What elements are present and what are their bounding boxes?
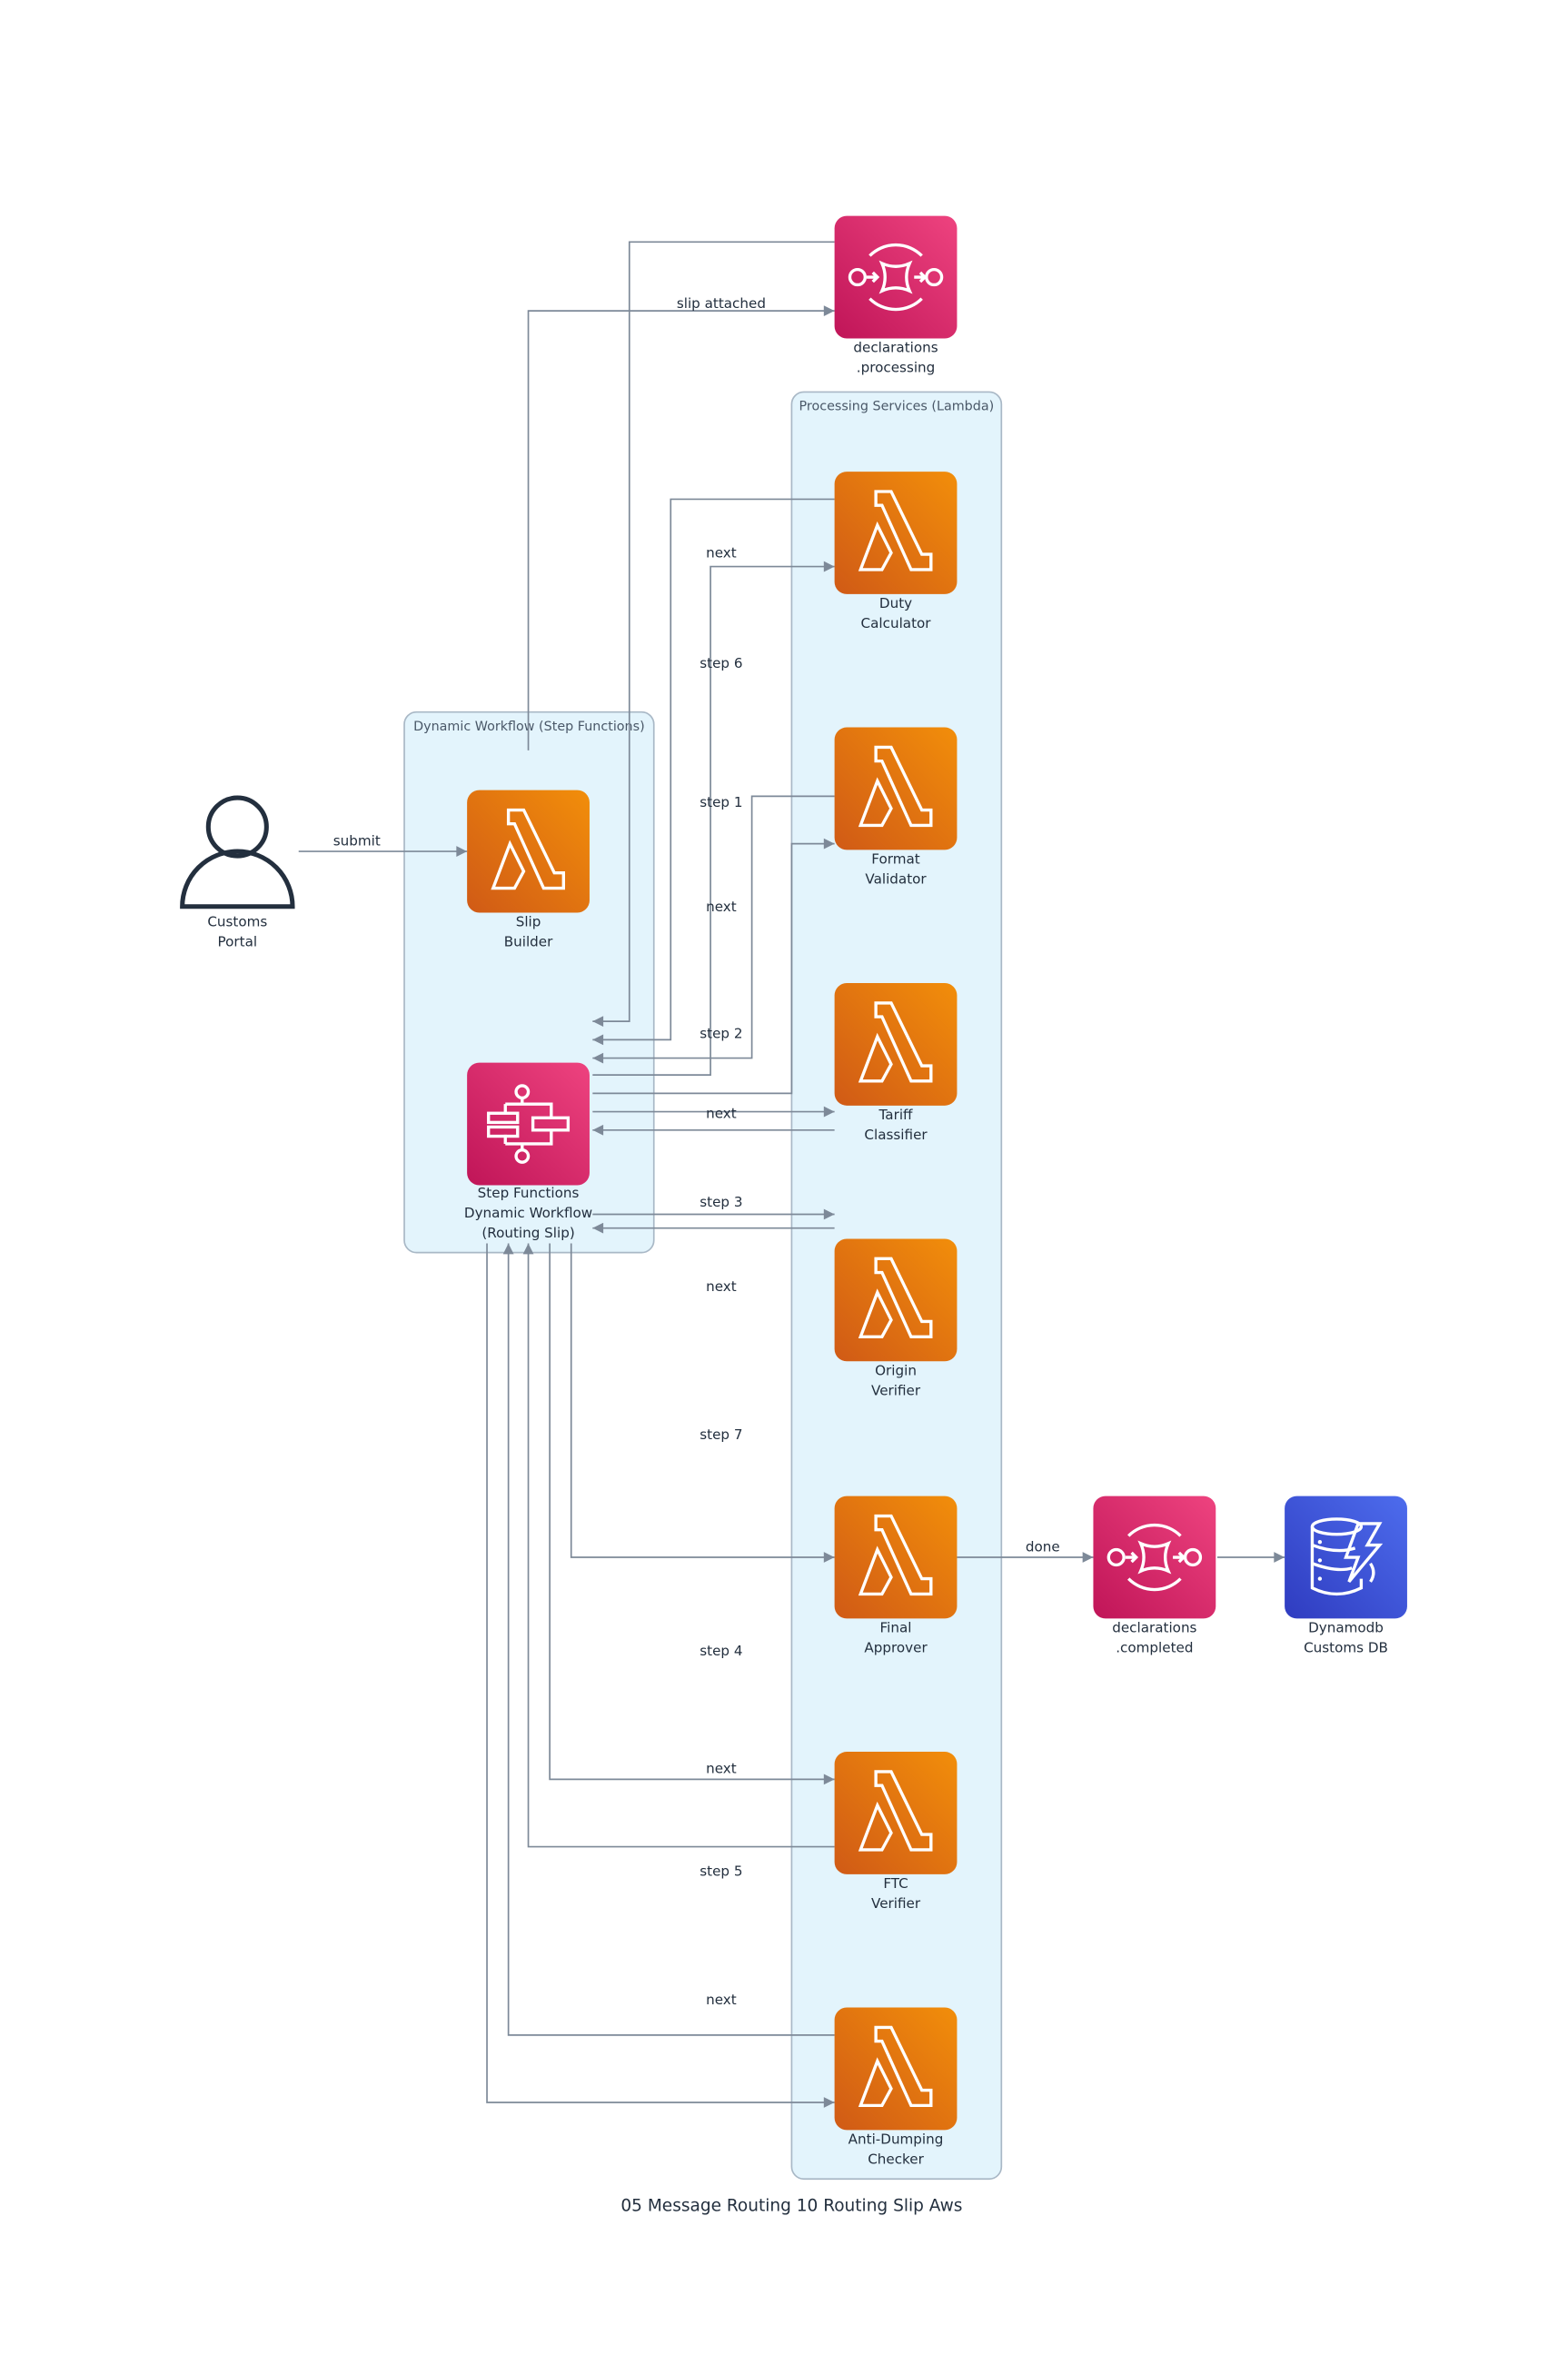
node-label: Portal <box>218 934 258 950</box>
node-label: Final <box>880 1620 912 1636</box>
node-label: Step Functions <box>478 1185 580 1201</box>
edge-label-step-3: step 3 <box>700 1194 742 1210</box>
node-label: Classifier <box>864 1127 928 1143</box>
node-slip-builder[interactable]: Slip Builder <box>467 790 590 950</box>
node-ftc-verifier[interactable]: FTC Verifier <box>834 1752 958 1912</box>
edge-label-next: next <box>706 899 737 915</box>
edge-format-to-workflow <box>592 795 835 1064</box>
node-label: Verifier <box>871 1895 921 1912</box>
edge-label-step-7: step 7 <box>700 1426 742 1443</box>
node-format-validator[interactable]: Format Validator <box>834 727 958 888</box>
edge-label-next: next <box>706 1105 737 1121</box>
edge-label-step-1: step 1 <box>700 794 742 810</box>
edge-duty-to-workflow <box>592 498 835 1046</box>
node-label: Format <box>871 851 919 868</box>
node-label: .completed <box>1116 1640 1193 1656</box>
edge-workflow-to-ftc <box>549 1243 835 1785</box>
node-label: Duty <box>879 595 912 611</box>
node-label: Dynamic Workflow <box>464 1205 592 1221</box>
edge-label-step-5: step 5 <box>700 1863 742 1880</box>
edge-label-next: next <box>706 544 737 561</box>
edge-workflow-to-antidumping <box>486 1243 835 2108</box>
node-final-approver[interactable]: Final Approver <box>834 1496 958 1656</box>
node-label: FTC <box>883 1875 908 1892</box>
edge-label-submit: submit <box>333 832 381 849</box>
node-label: (Routing Slip) <box>481 1225 574 1241</box>
node-label: Builder <box>504 934 553 950</box>
node-label: Customs DB <box>1304 1640 1388 1656</box>
edge-workflow-to-format <box>592 838 835 1095</box>
node-duty-calculator[interactable]: Duty Calculator <box>834 472 958 631</box>
node-label: Checker <box>868 2151 924 2167</box>
edge-slip-attached <box>527 305 835 750</box>
node-label: Approver <box>864 1640 928 1656</box>
step-functions-icon <box>487 1084 571 1164</box>
node-customs-portal[interactable]: Customs Portal <box>180 795 295 950</box>
edge-label-slip-attached: slip attached <box>677 295 766 312</box>
edge-ftc-to-workflow <box>522 1243 835 1848</box>
node-label: Dynamodb <box>1308 1620 1384 1636</box>
group-label-processing-services: Processing Services (Lambda) <box>799 400 995 414</box>
edge-workflow-to-duty <box>592 561 835 1076</box>
edge-label-next: next <box>706 1278 737 1295</box>
edge-workflow-to-final <box>570 1243 835 1563</box>
node-declarations-processing[interactable]: declarations .processing <box>834 215 958 376</box>
node-step-functions[interactable]: Step Functions Dynamic Workflow (Routing… <box>464 1062 592 1241</box>
node-label: Customs <box>207 914 267 930</box>
node-label: declarations <box>1112 1620 1196 1636</box>
node-customs-db[interactable]: Dynamodb Customs DB <box>1285 1496 1407 1656</box>
node-label: Anti-Dumping <box>849 2132 944 2148</box>
edge-label-step-6: step 6 <box>700 655 742 671</box>
edge-label-step-4: step 4 <box>700 1643 742 1659</box>
edge-label-done: done <box>1026 1538 1060 1555</box>
edges <box>298 241 1285 2108</box>
node-label: Origin <box>875 1362 917 1378</box>
node-label: Calculator <box>861 615 932 631</box>
edge-processing-to-workflow <box>592 241 835 1028</box>
diagram-title: 05 Message Routing 10 Routing Slip Aws <box>620 2197 962 2216</box>
node-anti-dumping-checker[interactable]: Anti-Dumping Checker <box>834 2007 958 2168</box>
node-label: .processing <box>857 360 936 376</box>
edge-label-next: next <box>706 1761 737 1777</box>
node-label: Validator <box>865 870 927 887</box>
edge-labels: submit slip attached next step 6 step 1 … <box>333 295 1060 2008</box>
node-label: Slip <box>516 914 541 930</box>
node-label: declarations <box>853 340 938 356</box>
dynamodb-icon <box>1310 1517 1384 1596</box>
node-label: Verifier <box>871 1382 921 1398</box>
node-declarations-completed[interactable]: declarations .completed <box>1093 1496 1216 1656</box>
edge-label-next: next <box>706 1992 737 2008</box>
edge-antidumping-to-workflow <box>502 1243 835 2036</box>
node-label: Tariff <box>878 1107 913 1123</box>
user-icon <box>180 795 295 909</box>
node-tariff-classifier[interactable]: Tariff Classifier <box>834 983 958 1143</box>
node-origin-verifier[interactable]: Origin Verifier <box>834 1238 958 1398</box>
edge-label-step-2: step 2 <box>700 1026 742 1042</box>
